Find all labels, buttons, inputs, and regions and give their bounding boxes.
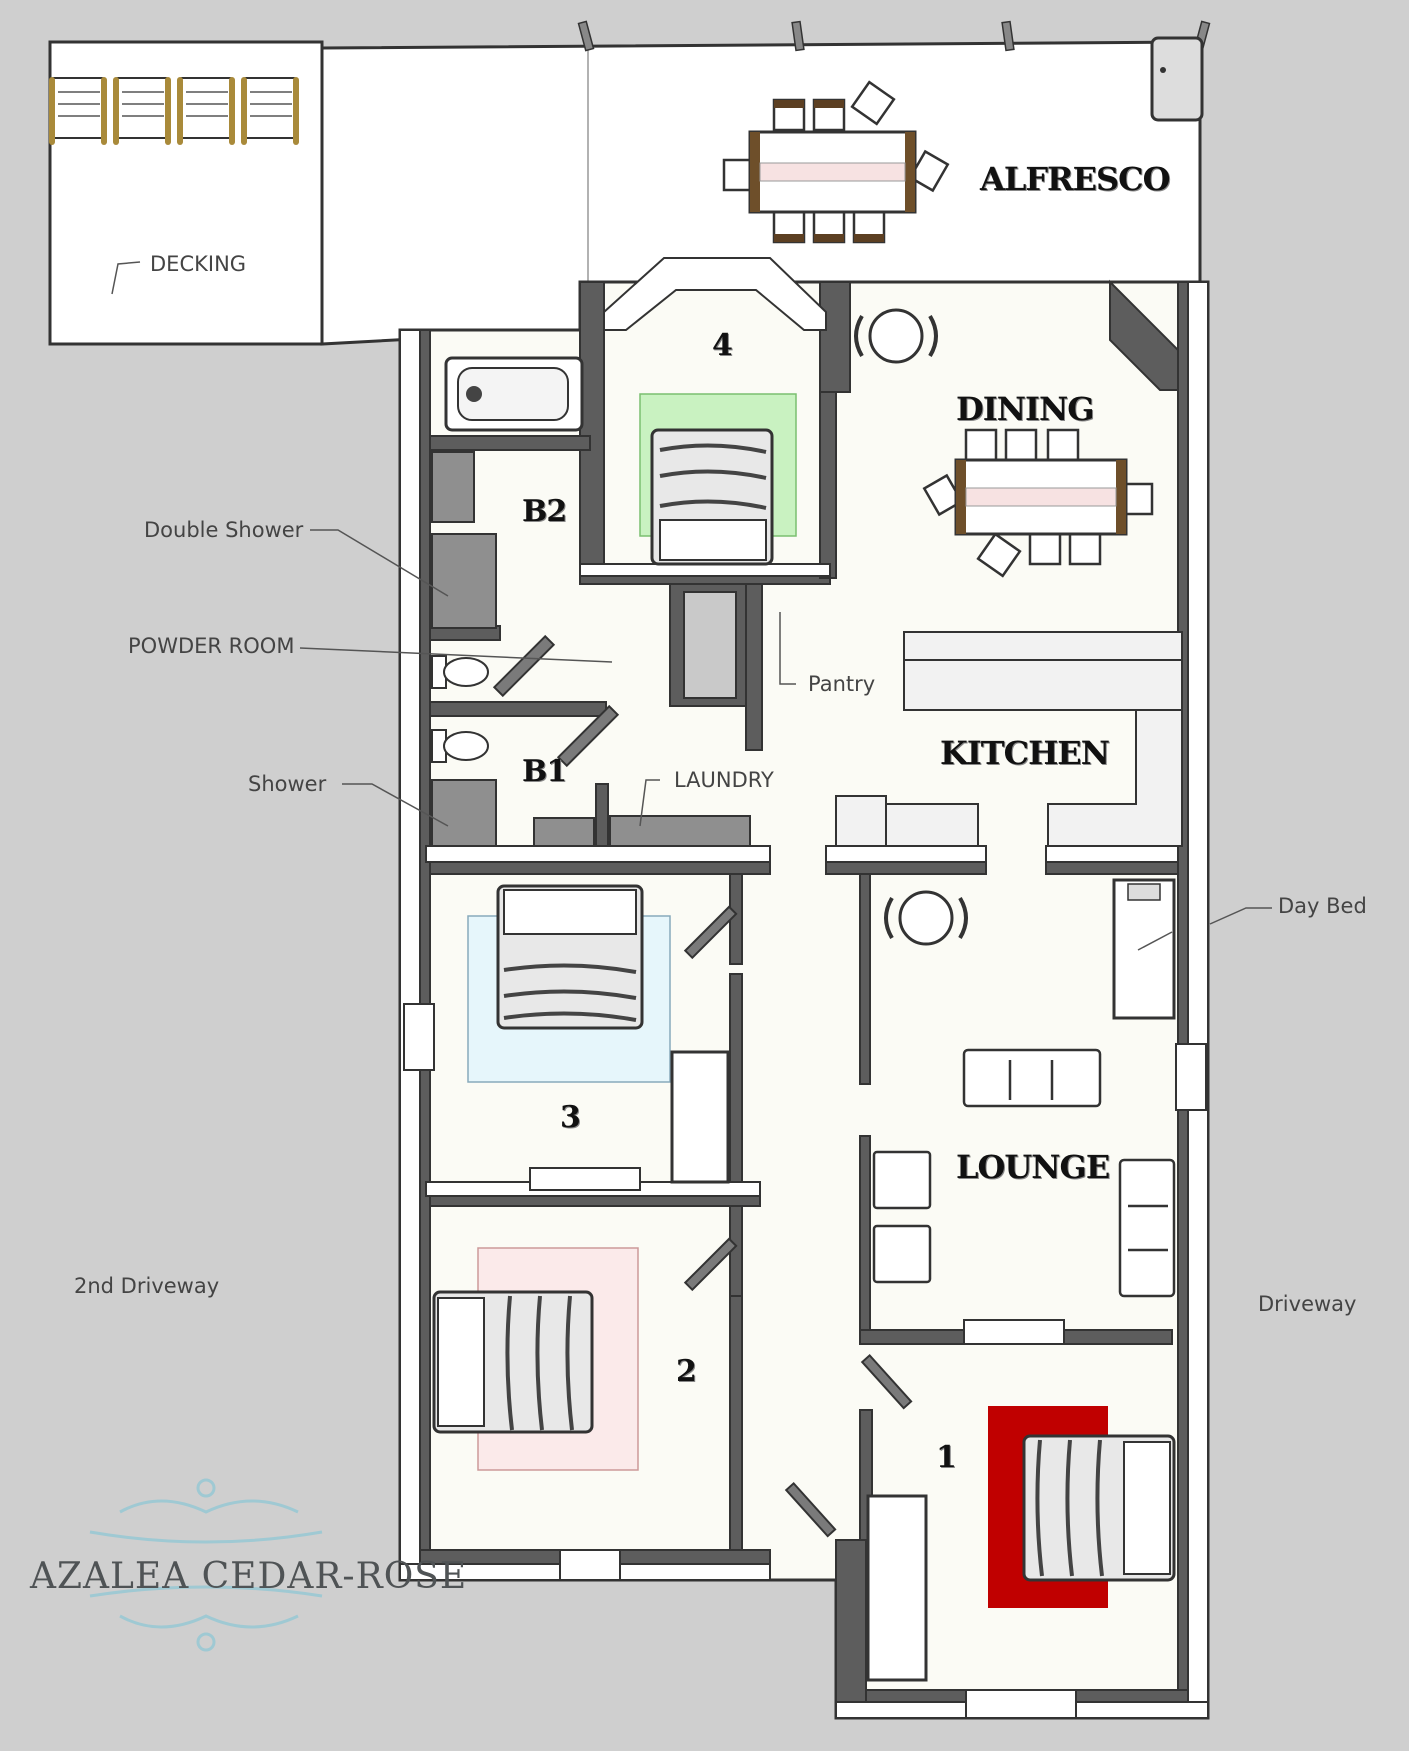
room-label-alfresco: ALFRESCO — [980, 160, 1170, 198]
alfresco-table-icon — [722, 80, 950, 244]
bed1-bed-icon — [1022, 1434, 1176, 1582]
note-pantry: Pantry — [808, 672, 876, 696]
wall-tops — [399, 281, 1209, 1719]
note-double-shower: Double Shower — [144, 518, 304, 542]
bed4-bay-window — [603, 257, 827, 331]
bathtub-icon — [444, 356, 584, 432]
brand-ornament — [89, 1478, 323, 1652]
bed1-wardrobe — [866, 1494, 928, 1682]
day-bed-icon — [1112, 878, 1176, 1020]
sofa-icon — [962, 1048, 1176, 1298]
note-shower: Shower — [248, 772, 327, 796]
brand-name: AZALEA CEDAR-ROSE — [30, 1556, 468, 1597]
bed3-bed-icon — [496, 884, 644, 1030]
room-label-kitchen: KITCHEN — [940, 734, 1110, 772]
round-table-icon — [854, 308, 968, 946]
doors — [492, 634, 913, 1538]
double-shower-icon — [431, 451, 497, 629]
room-label-b2: B2 — [522, 494, 567, 529]
annotation-leaders — [111, 261, 1272, 951]
bed4-bed-icon — [650, 428, 774, 566]
note-decking: DECKING — [150, 252, 247, 276]
kitchen-benches — [835, 631, 1183, 847]
dining-table-icon — [922, 428, 1154, 578]
room-label-bed2: 2 — [676, 1354, 697, 1389]
room-label-lounge: LOUNGE — [956, 1148, 1110, 1186]
room-label-bed4: 4 — [712, 328, 733, 363]
bed3-wardrobe — [670, 1050, 730, 1184]
shower-icon — [431, 779, 751, 847]
room-label-bed3: 3 — [560, 1100, 581, 1135]
windows — [403, 1003, 1207, 1719]
note-day-bed: Day Bed — [1278, 894, 1367, 918]
room-label-b1: B1 — [522, 754, 567, 789]
armchair-icon — [872, 1150, 932, 1284]
toilet-icon — [431, 655, 489, 763]
pergola-posts — [577, 20, 1211, 52]
note-driveway: Driveway — [1258, 1292, 1357, 1316]
dining-bay-window — [1109, 279, 1179, 391]
note-powder-room: POWDER ROOM — [128, 634, 295, 658]
deck-chairs-icon — [49, 77, 299, 145]
bed2-bed-icon — [432, 1290, 594, 1434]
bbq-icon — [1150, 36, 1204, 122]
pantry-shelf — [683, 591, 737, 699]
note-second-driveway: 2nd Driveway — [74, 1274, 220, 1298]
room-label-bed1: 1 — [936, 1440, 957, 1475]
room-label-dining: DINING — [956, 390, 1095, 428]
note-laundry: LAUNDRY — [674, 768, 774, 792]
